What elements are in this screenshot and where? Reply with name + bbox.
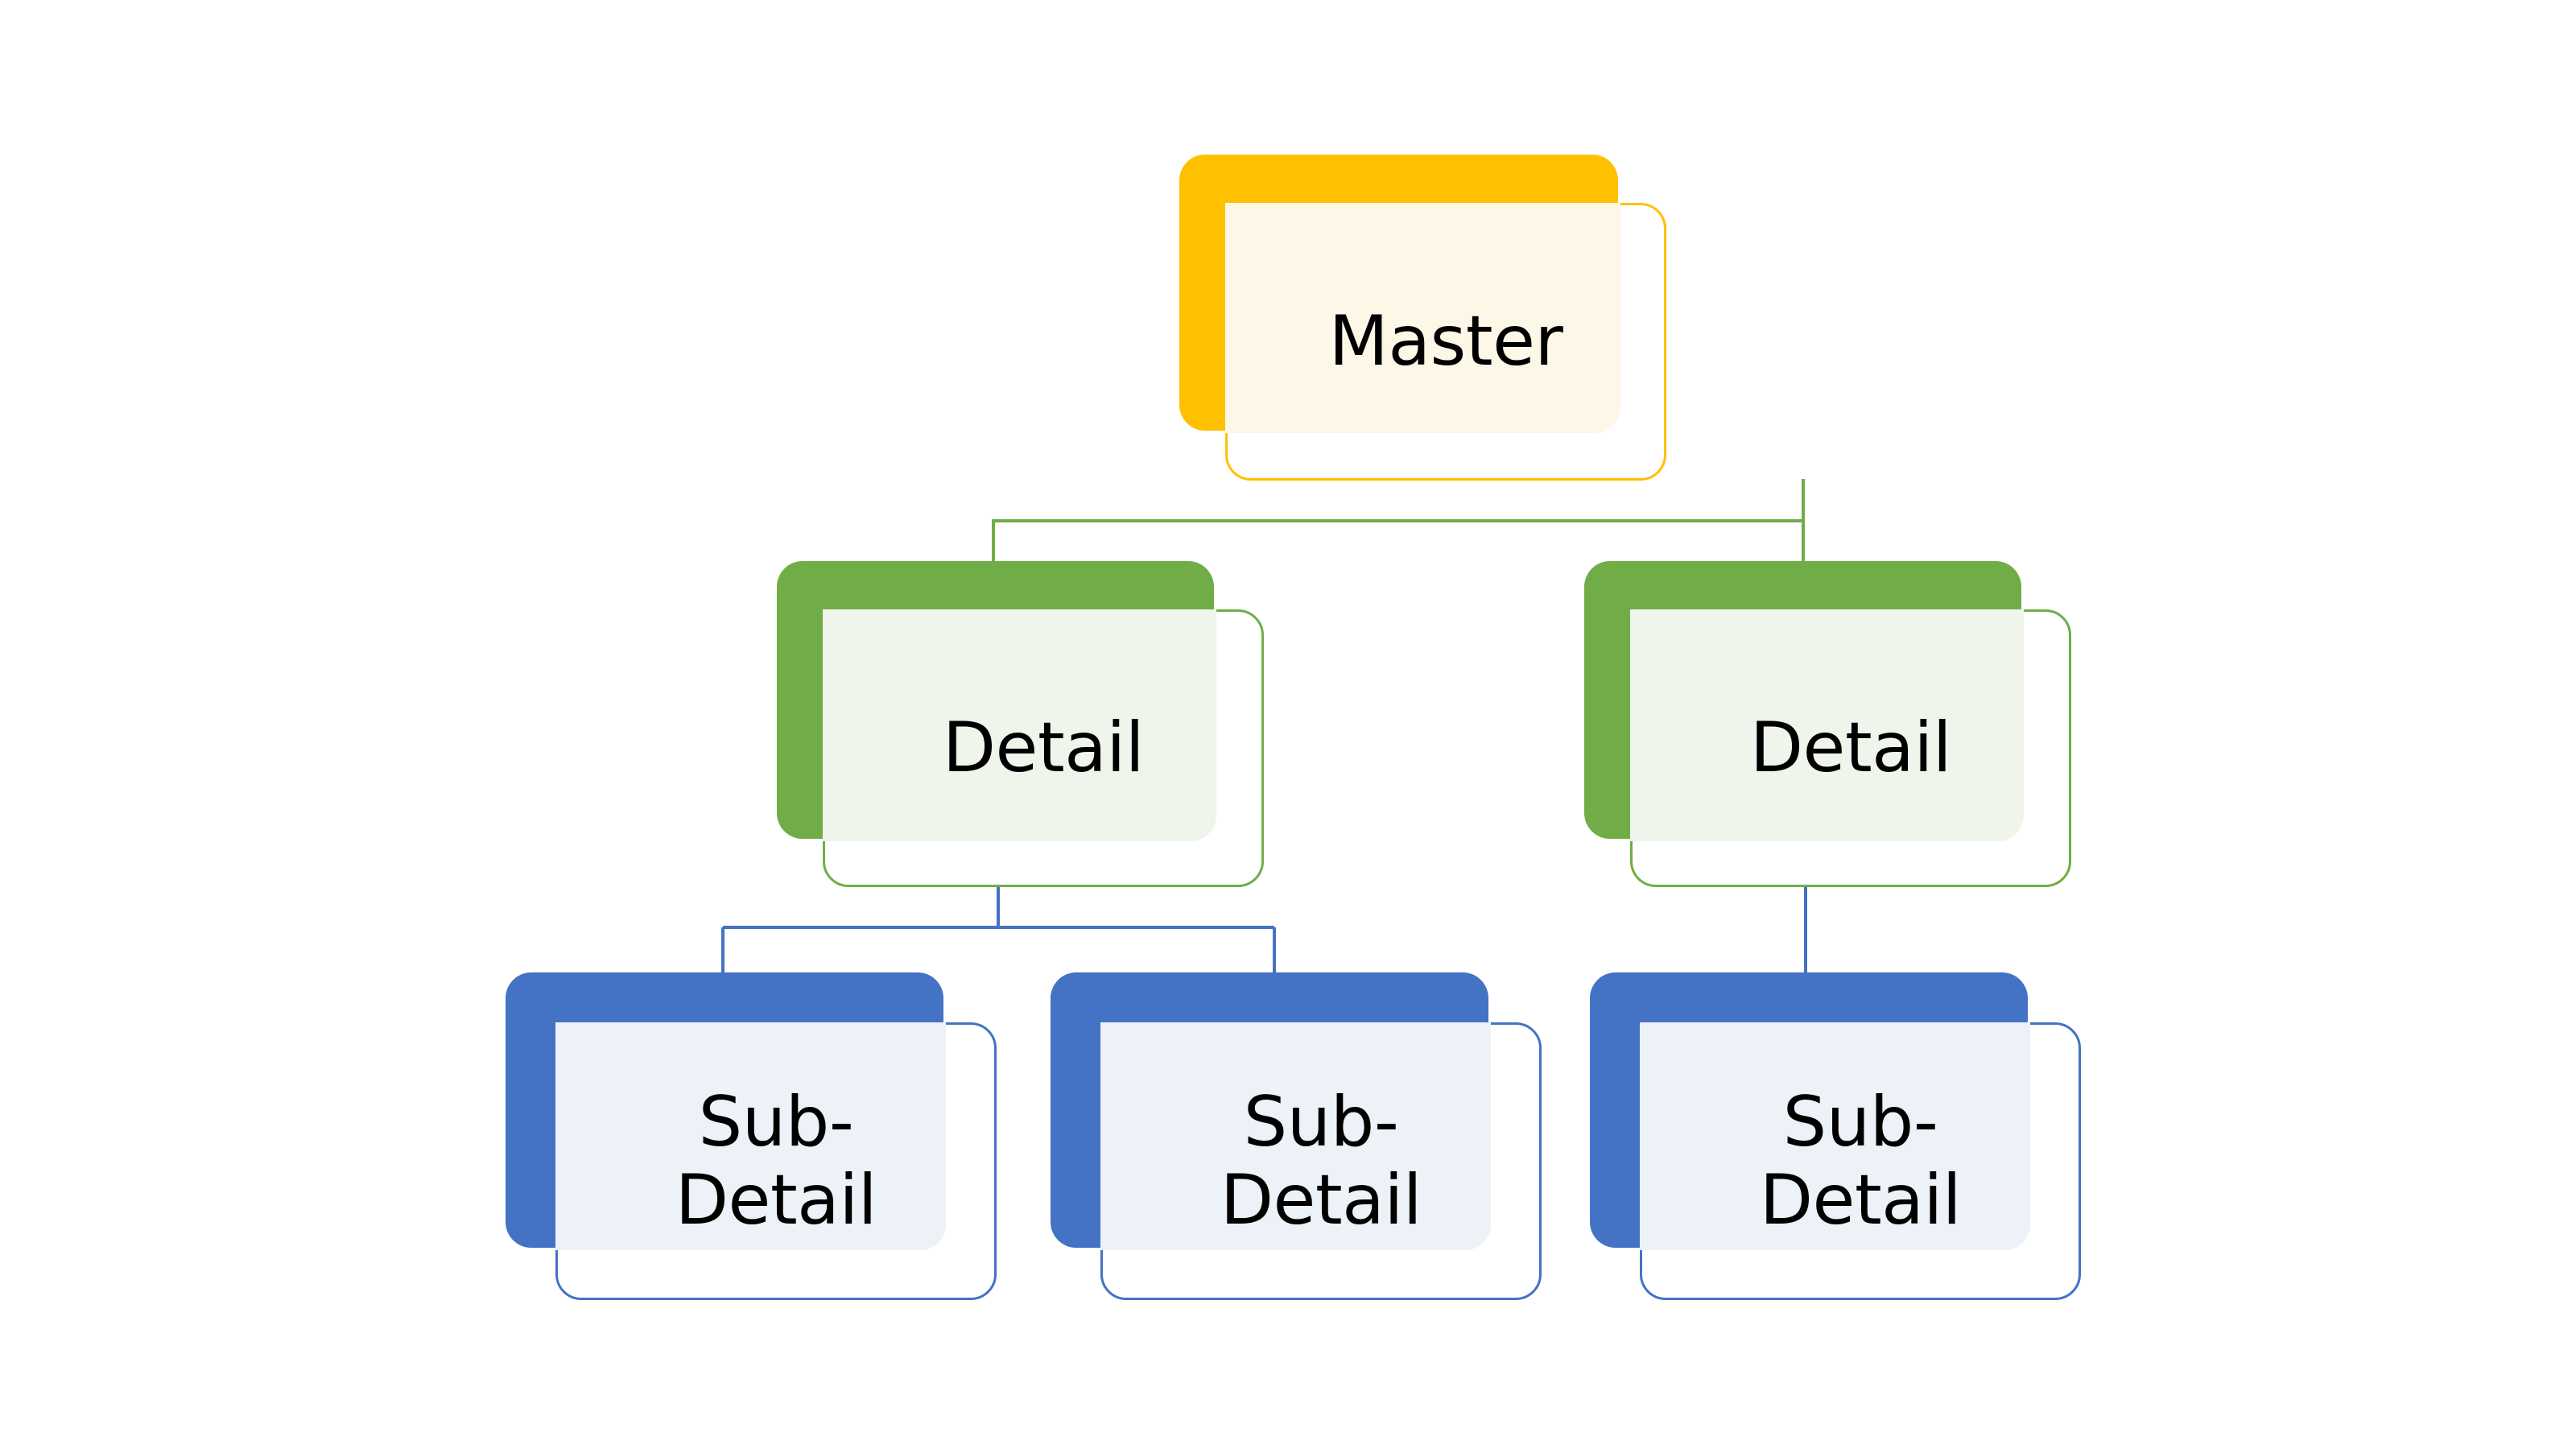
node-sub-detail-1[interactable]: Sub- Detail: [506, 972, 1005, 1302]
node-sub-detail-3-card[interactable]: Sub- Detail: [1640, 1022, 2081, 1300]
node-detail-1-label: Detail: [942, 708, 1145, 789]
node-master[interactable]: Master: [1179, 155, 1678, 481]
node-sub-detail-2-label: Sub- Detail: [1220, 1082, 1422, 1241]
node-sub-detail-1-card[interactable]: Sub- Detail: [555, 1022, 997, 1300]
node-sub-detail-3-label: Sub- Detail: [1759, 1082, 1962, 1241]
node-master-label: Master: [1328, 301, 1563, 382]
node-detail-1-card[interactable]: Detail: [823, 609, 1264, 887]
node-master-card[interactable]: Master: [1225, 203, 1666, 481]
node-sub-detail-2[interactable]: Sub- Detail: [1051, 972, 1550, 1302]
node-detail-2[interactable]: Detail: [1584, 561, 2083, 891]
node-sub-detail-1-label: Sub- Detail: [675, 1082, 877, 1241]
node-detail-1[interactable]: Detail: [777, 561, 1276, 891]
node-detail-2-label: Detail: [1749, 708, 1952, 789]
node-detail-2-card[interactable]: Detail: [1630, 609, 2071, 887]
node-sub-detail-3[interactable]: Sub- Detail: [1590, 972, 2089, 1302]
node-sub-detail-2-card[interactable]: Sub- Detail: [1100, 1022, 1542, 1300]
